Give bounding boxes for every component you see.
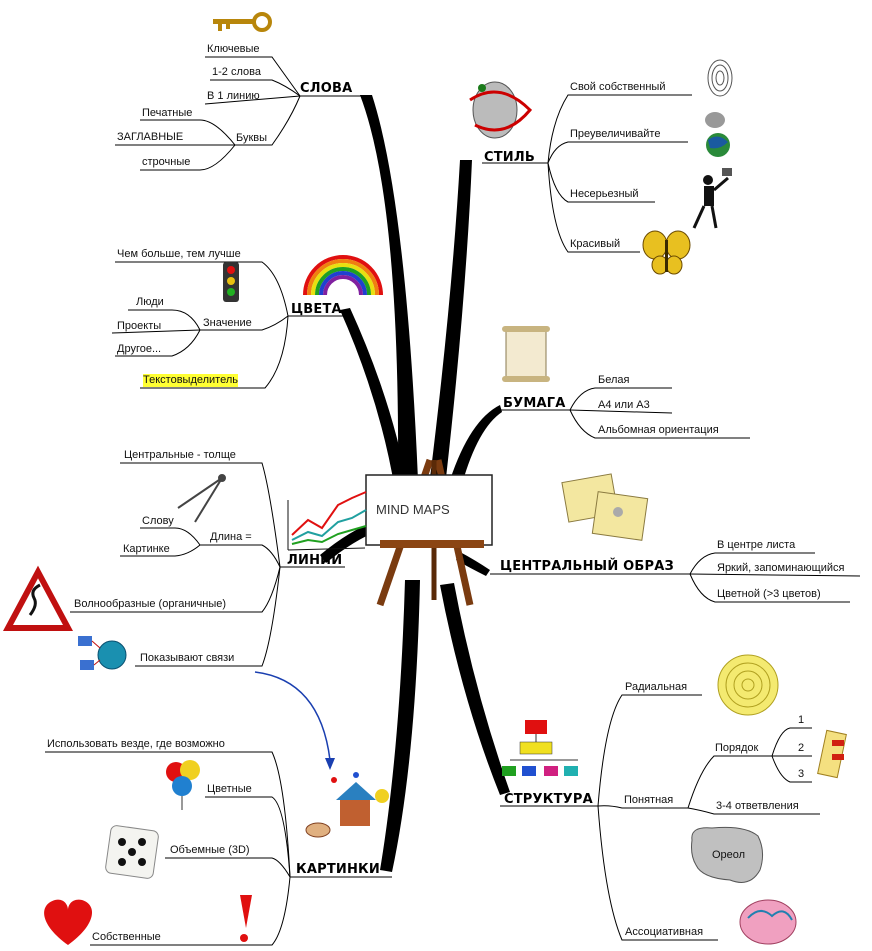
halo-shape-icon: [691, 826, 764, 883]
style-swirl-icon: [469, 81, 533, 139]
linii-item: Показывают связи: [140, 652, 235, 664]
linii-item: Центральные - толще: [124, 449, 236, 461]
fingerprint-icon: [707, 59, 733, 97]
struktura-item: Ассоциативная: [625, 926, 704, 938]
line-chart-icon: [287, 491, 367, 551]
branch-title-tsveta: ЦВЕТА: [291, 302, 342, 317]
branch-kartinki-thick: [380, 580, 420, 872]
bukvy-item: Печатные: [142, 107, 193, 119]
halo-label: Ореол: [712, 849, 746, 861]
branch-title-linii: ЛИНИИ: [287, 553, 343, 568]
bukvy-item: ЗАГЛАВНЫЕ: [117, 131, 184, 143]
znachenie-item: Проекты: [117, 320, 162, 332]
businessman-icon: [692, 168, 732, 229]
ordered-list-icon: [817, 729, 847, 779]
branch-title-bumaga: БУМАГА: [503, 396, 566, 411]
branch-title-stil: СТИЛЬ: [484, 150, 535, 165]
obraz-item: Цветной (>3 цветов): [717, 588, 821, 600]
struktura-item: Радиальная: [625, 681, 688, 693]
obraz-item: Яркий, запоминающийся: [717, 562, 845, 574]
radial-target-icon: [717, 654, 779, 716]
poryadok-item: 1: [798, 714, 805, 726]
kartinki-item: Использовать везде, где возможно: [47, 738, 225, 750]
bukvy-item: строчные: [142, 156, 191, 168]
struktura-item: Понятная: [624, 794, 674, 806]
kartinki-item: Цветные: [207, 783, 252, 795]
bumaga-item: А4 или А3: [598, 399, 650, 411]
slova-bukvy-label: Буквы: [236, 132, 268, 144]
bumaga-item: Белая: [598, 374, 630, 386]
branch-tsveta-thick: [340, 308, 408, 490]
branch-struktura-thick: [440, 583, 510, 795]
kartinki-item: Объемные (3D): [170, 844, 250, 856]
warning-sign-icon: [2, 565, 74, 631]
compass-icon: [177, 474, 226, 523]
bumaga-item: Альбомная ориентация: [598, 424, 719, 436]
butterfly-icon: [642, 230, 691, 275]
branch-slova-thick: [360, 95, 418, 480]
heart-icon: [44, 899, 93, 945]
poryadok-item: 2: [798, 742, 805, 754]
branch-title-obraz: ЦЕНТРАЛЬНЫЙ ОБРАЗ: [500, 559, 674, 574]
stil-item: Преувеличивайте: [570, 128, 661, 140]
balloons-icon: [166, 760, 200, 810]
linii-item: Волнообразные (органичные): [74, 598, 227, 610]
tsveta-item: Чем больше, тем лучше: [117, 248, 241, 260]
poryadok-item: 3: [798, 768, 805, 780]
branch-bumaga-thick: [450, 405, 502, 484]
branch-linii-thick: [320, 520, 380, 563]
branch-obraz-thick: [456, 552, 490, 576]
tsveta-znachenie-label: Значение: [203, 317, 252, 329]
easel-icon: [365, 458, 493, 607]
connection-arrow: [254, 671, 331, 761]
network-icon: [78, 636, 127, 670]
dlina-item: Картинке: [123, 543, 170, 555]
slova-item: Ключевые: [207, 43, 260, 55]
treasure-map-icon: [561, 473, 649, 541]
org-chart-icon: [502, 720, 578, 776]
stil-item: Свой собственный: [570, 81, 666, 93]
pictures-icon: [305, 772, 389, 838]
slova-item: В 1 линию: [207, 90, 260, 102]
tsveta-highlighter: Текстовыделитель: [143, 374, 238, 387]
znachenie-item: Люди: [136, 296, 164, 308]
linii-dlina-label: Длина =: [210, 531, 252, 543]
kartinki-item: Собственные: [92, 931, 161, 943]
globe-icon: [705, 112, 730, 157]
ponyatnaya-item: 3-4 ответвления: [716, 800, 799, 812]
branch-title-struktura: СТРУКТУРА: [504, 792, 593, 807]
exclamation-icon: [240, 895, 252, 942]
traffic-light-icon: [223, 262, 239, 302]
znachenie-item: Другое...: [117, 343, 162, 355]
branch-stil-thick: [430, 160, 472, 478]
center-title: MIND MAPS: [376, 502, 450, 517]
dice-icon: [105, 825, 159, 879]
obraz-item: В центре листа: [717, 539, 796, 551]
stil-item: Несерьезный: [570, 188, 639, 200]
rainbow-icon: [303, 255, 383, 296]
stil-item: Красивый: [570, 238, 621, 250]
slova-item: 1-2 слова: [212, 66, 261, 78]
brain-icon: [739, 899, 797, 945]
branch-title-kartinki: КАРТИНКИ: [296, 862, 380, 877]
branch-title-slova: СЛОВА: [300, 81, 353, 96]
paper-scroll-icon: [502, 326, 550, 382]
struktura-poryadok-label: Порядок: [715, 742, 759, 754]
dlina-item: Слову: [142, 515, 174, 527]
key-icon: [213, 12, 272, 32]
